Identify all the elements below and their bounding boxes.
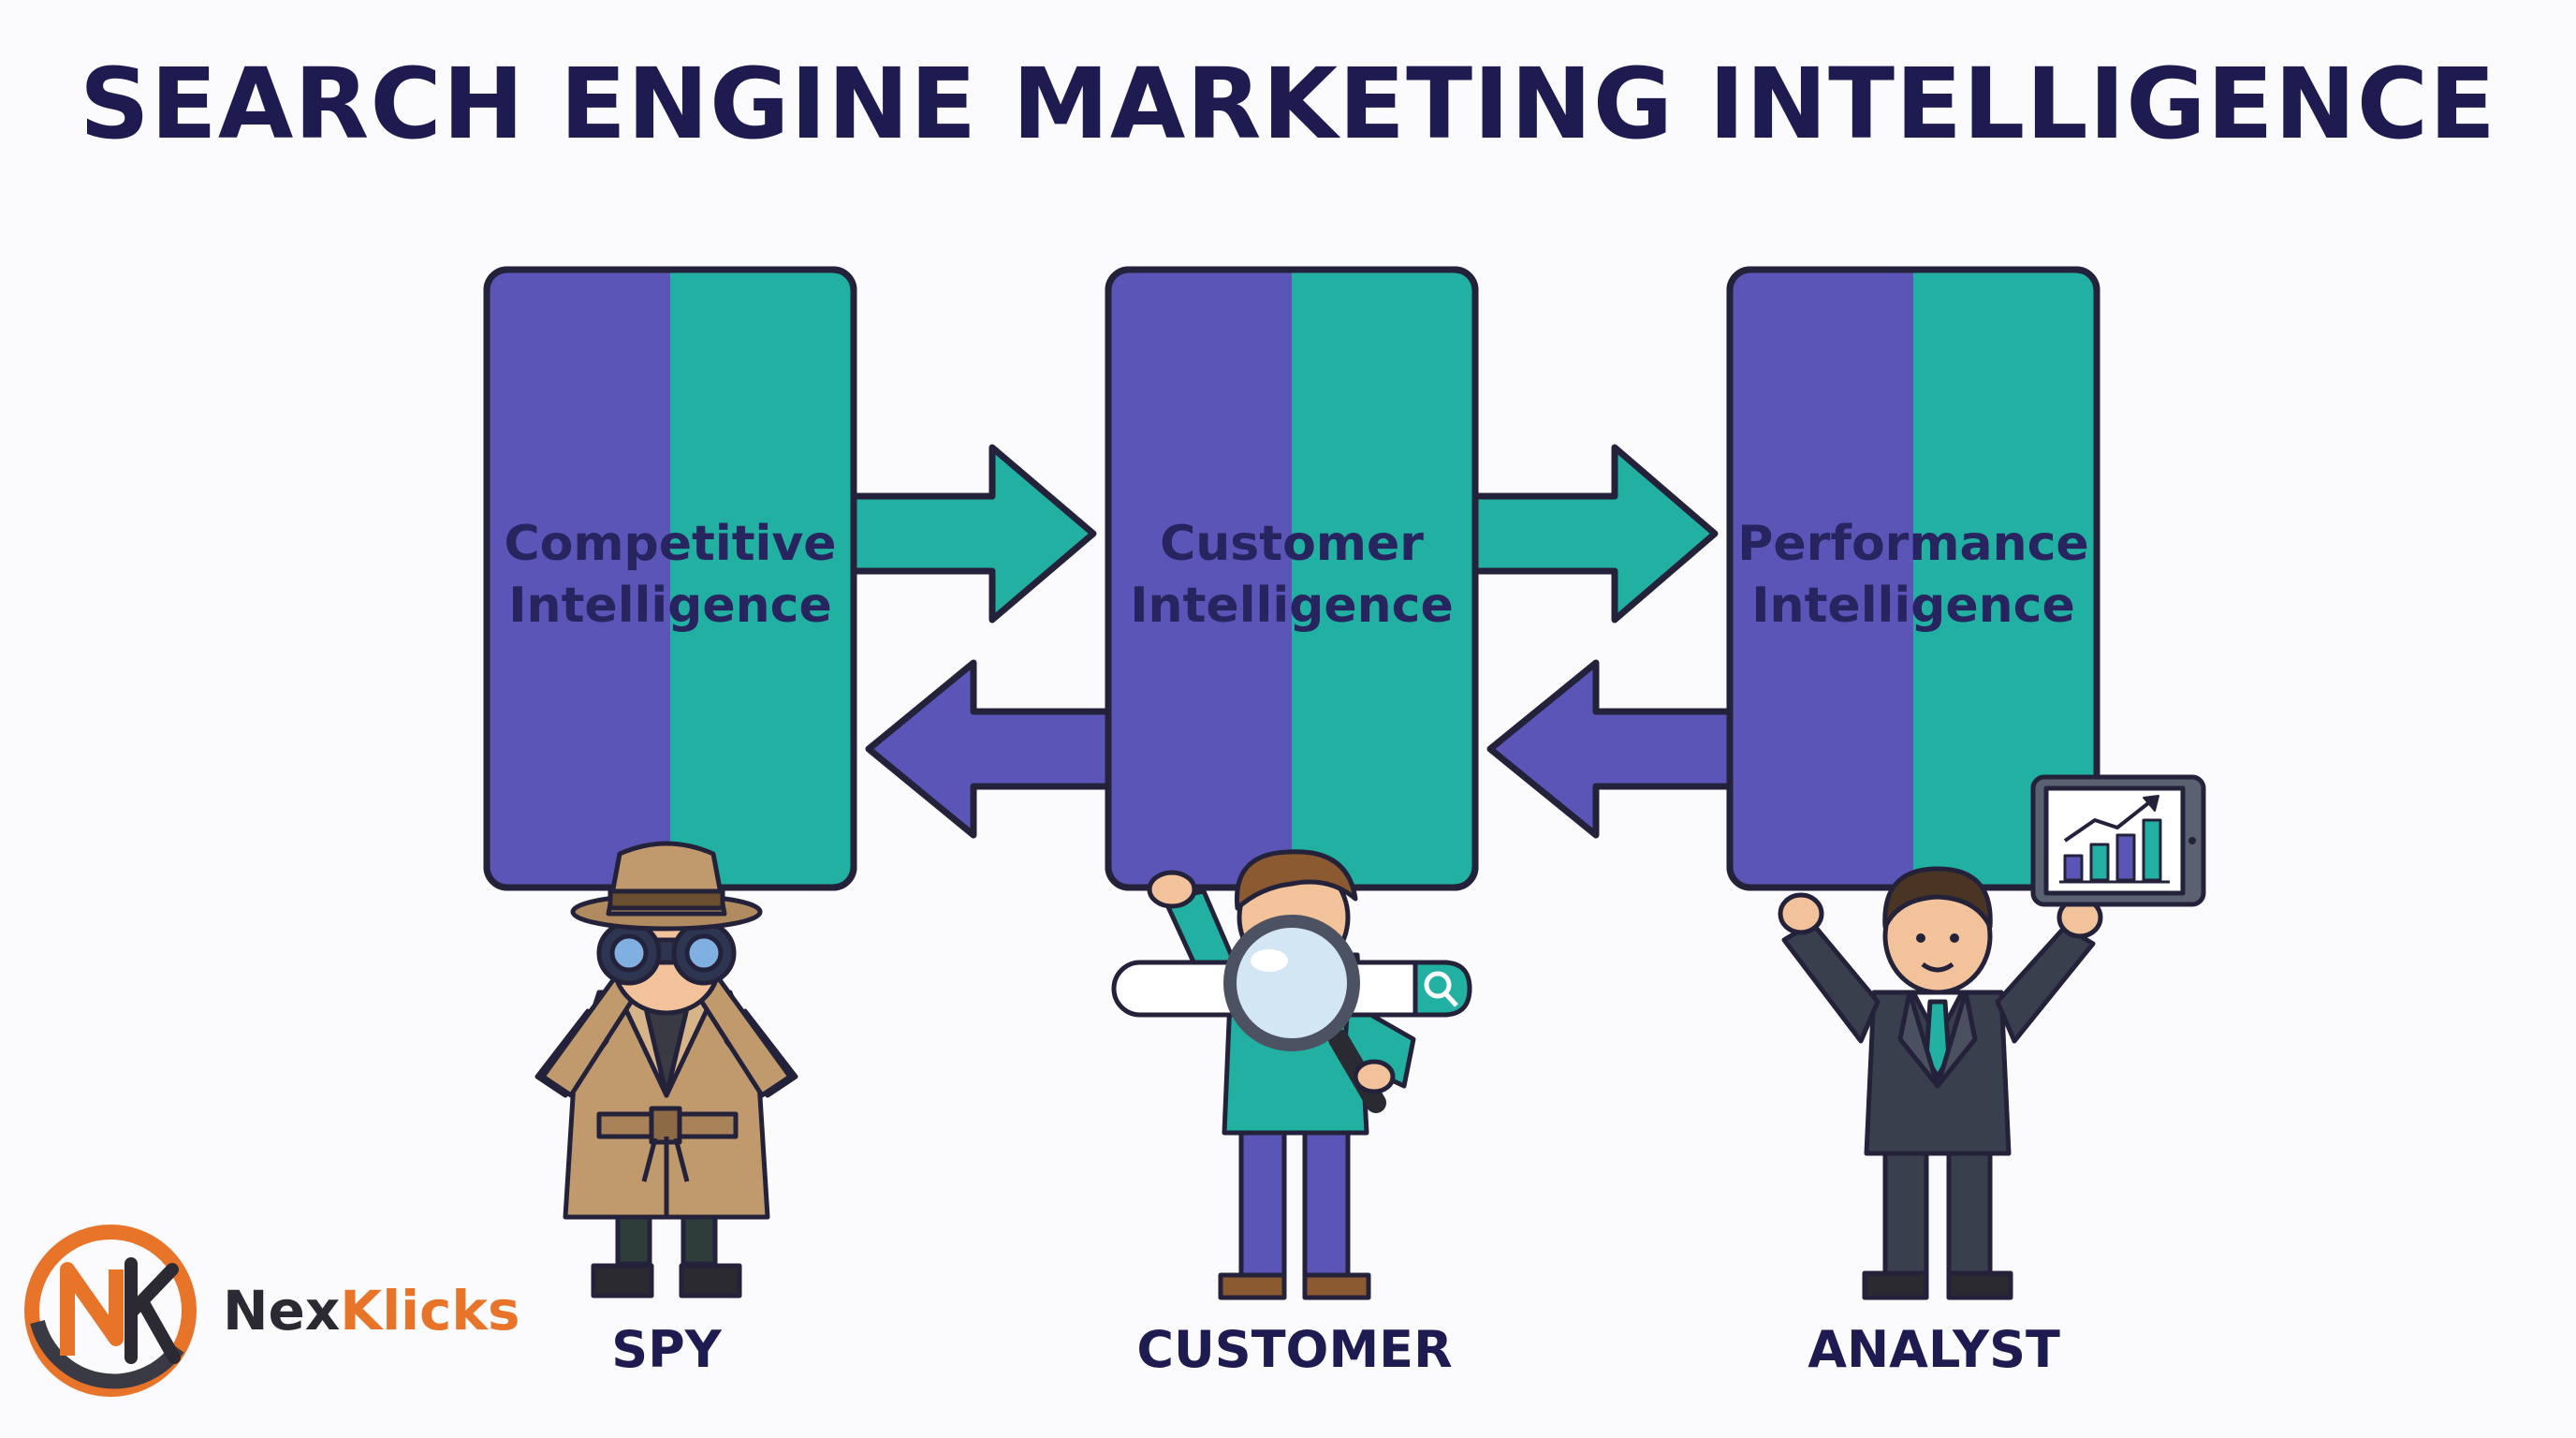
customer-figure (1111, 849, 1472, 1300)
arrow-backward-1 (865, 659, 1112, 839)
box-label-line2: Intelligence (1130, 578, 1454, 634)
box-label-line1: Competitive (504, 516, 837, 572)
brand-wordmark: NexKlicks (223, 1279, 520, 1343)
arrow-backward-2 (1486, 659, 1734, 839)
brand-part-2: Klicks (340, 1279, 520, 1343)
box-customer-intelligence (1105, 266, 1479, 891)
page-title: SEARCH ENGINE MARKETING INTELLIGENCE (79, 47, 2497, 161)
role-label-spy: SPY (611, 1320, 722, 1379)
box-label-customer: Customer Intelligence (1072, 513, 1512, 637)
tablet-chart-icon (2030, 774, 2206, 907)
box-competitive-intelligence (483, 266, 857, 891)
role-label-analyst: ANALYST (1808, 1320, 2060, 1379)
role-label-customer: CUSTOMER (1136, 1320, 1453, 1379)
arrow-forward-2 (1468, 444, 1719, 624)
arrow-forward-1 (846, 444, 1097, 624)
box-label-line2: Intelligence (508, 578, 832, 634)
binoculars-icon (596, 920, 737, 986)
box-label-line1: Performance (1737, 516, 2089, 572)
box-label-line2: Intelligence (1751, 578, 2075, 634)
box-label-performance: Performance Intelligence (1693, 513, 2133, 637)
box-label-line1: Customer (1160, 516, 1424, 572)
box-label-competitive: Competitive Intelligence (450, 513, 890, 637)
analyst-figure (1778, 774, 2206, 1300)
brand-part-1: Nex (223, 1279, 341, 1343)
magnifier-icon (1223, 915, 1386, 1113)
nexklicks-logo-icon (24, 1225, 197, 1397)
spy-figure (534, 841, 798, 1299)
